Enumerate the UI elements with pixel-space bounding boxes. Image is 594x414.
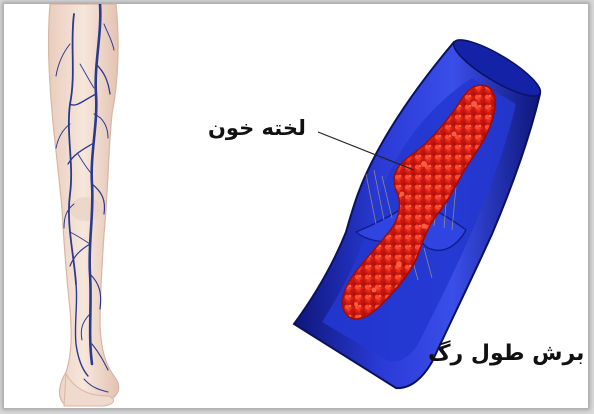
- clot-label: لخته خون: [208, 116, 306, 140]
- section-label: برش طول رگ: [428, 341, 584, 366]
- diagram-frame: لخته خون برش طول رگ: [4, 4, 588, 408]
- leg-illustration: [49, 4, 119, 406]
- vein-section-illustration: [294, 31, 547, 388]
